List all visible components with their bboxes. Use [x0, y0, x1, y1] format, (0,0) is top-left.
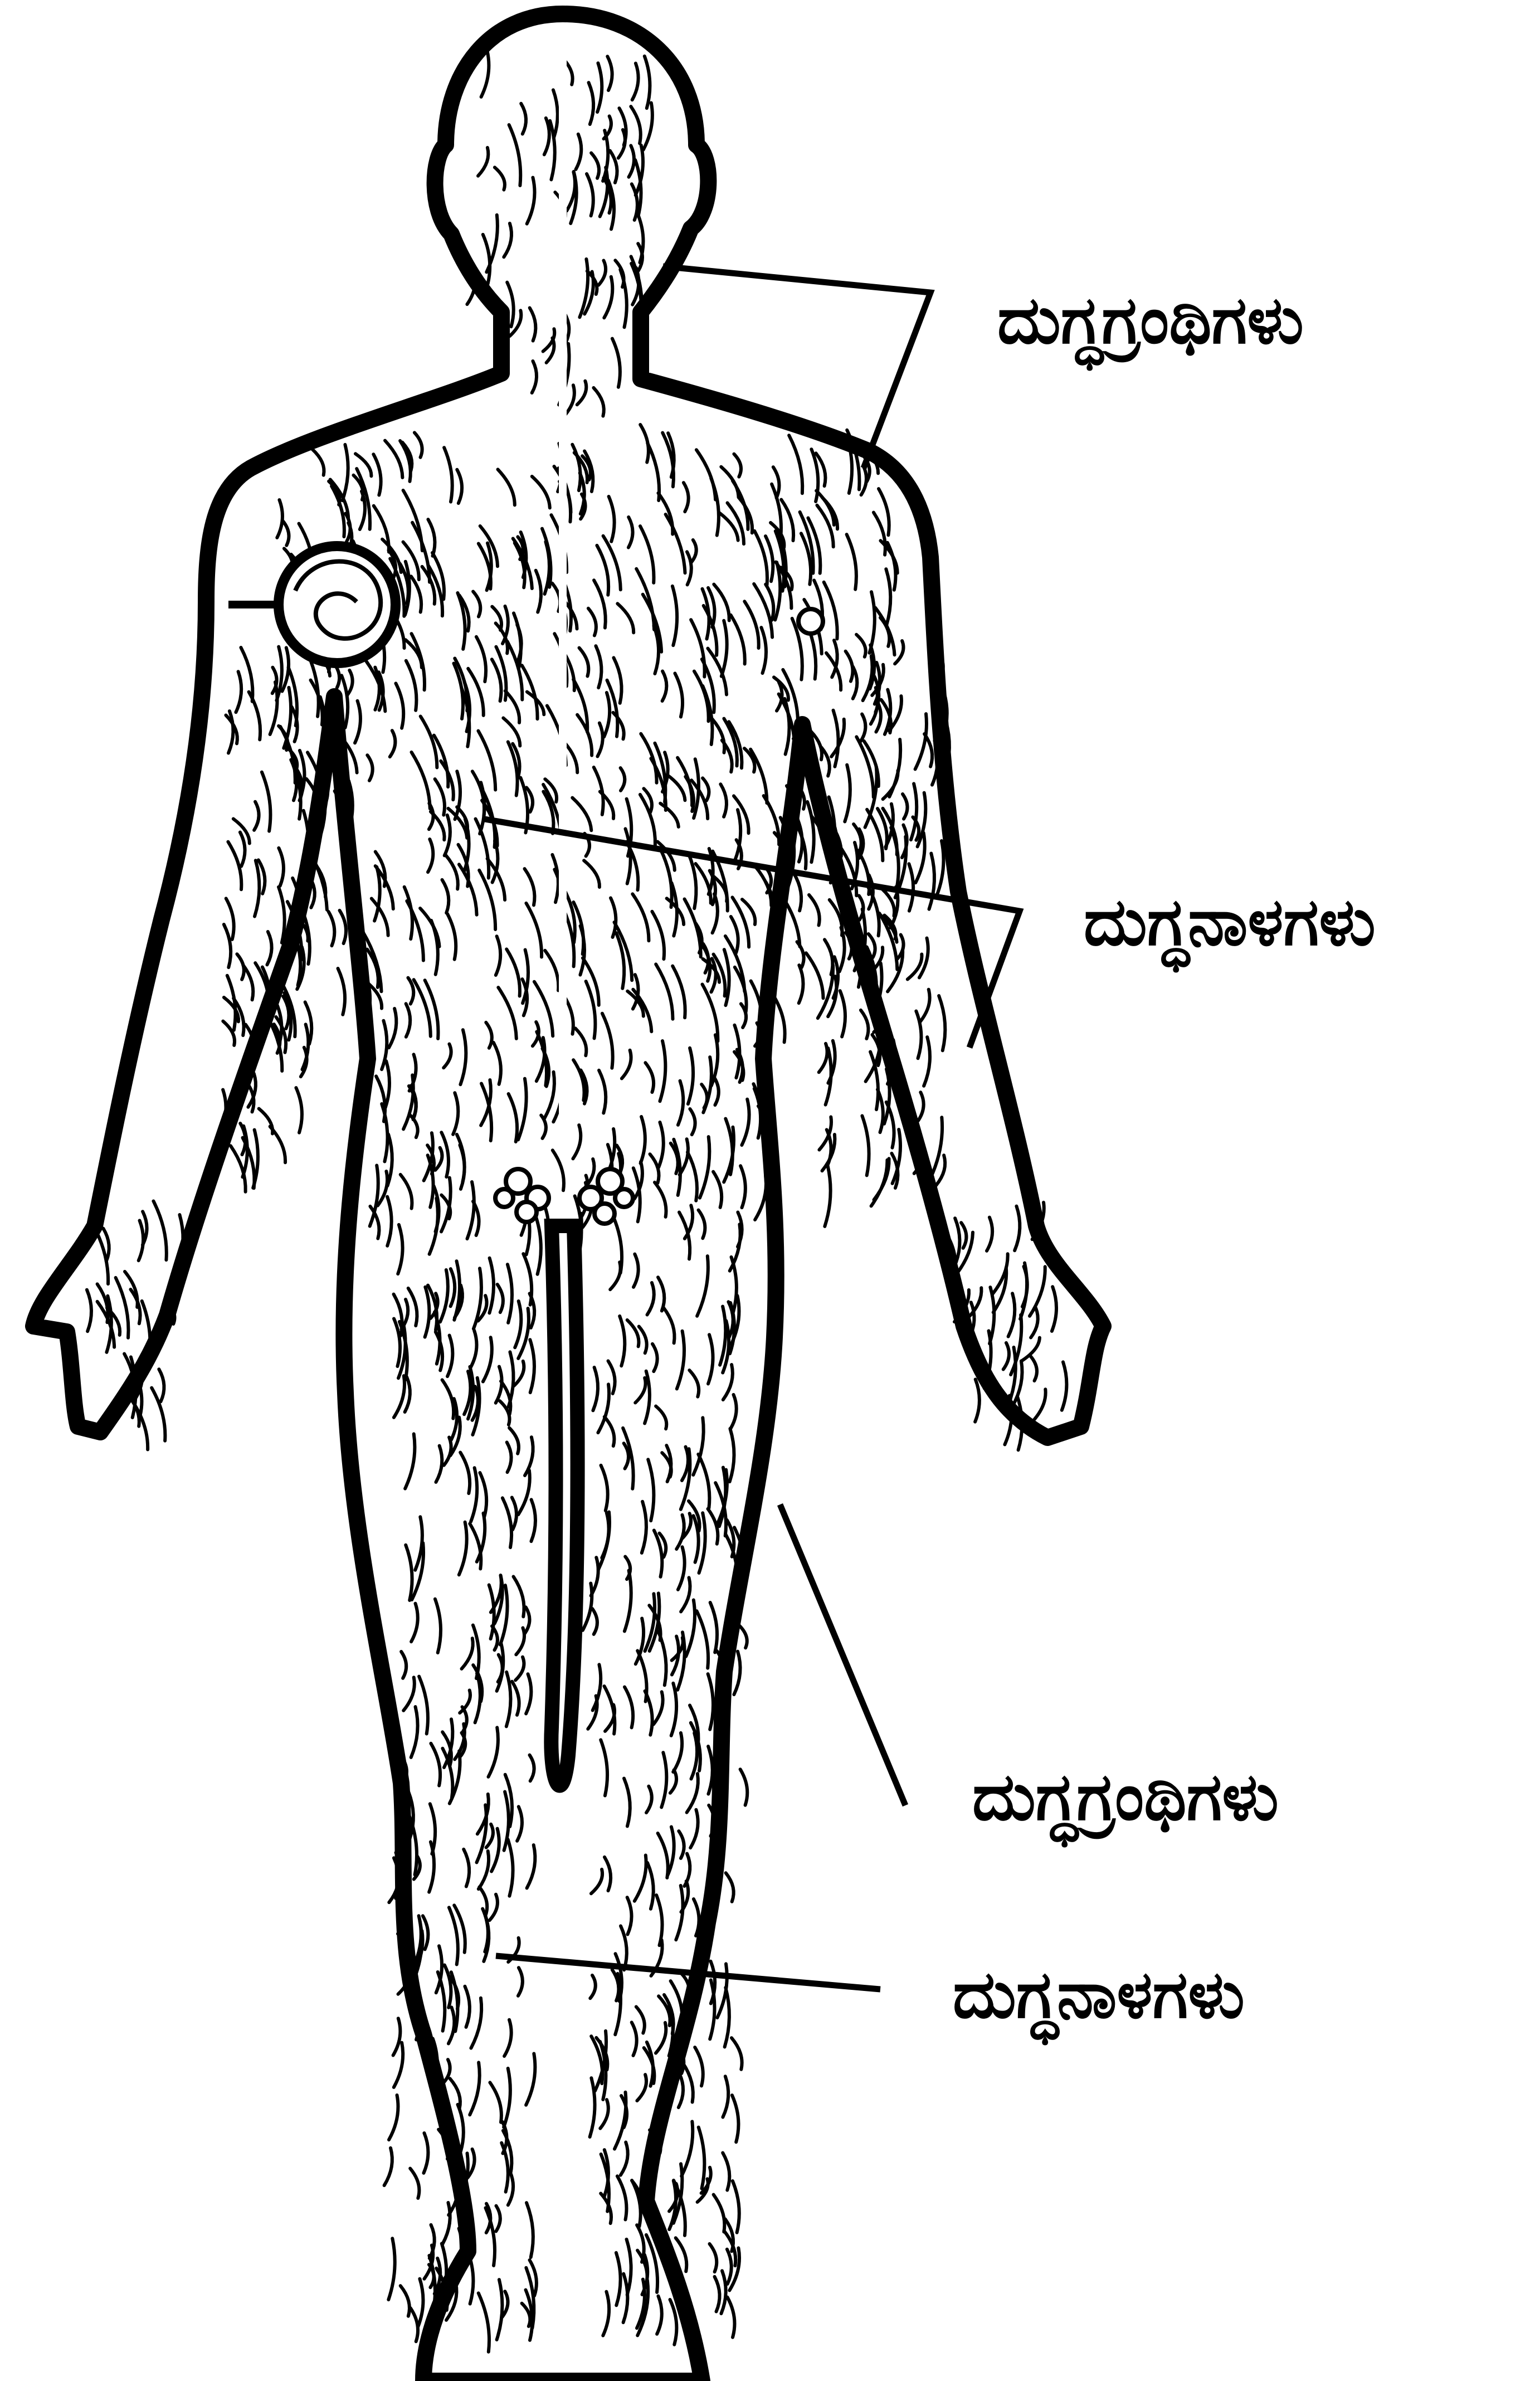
lymph-vessel-stroke [975, 1379, 979, 1421]
lymph-vessel-stroke [862, 1116, 869, 1176]
label-lymph-vessels-lower: ದುಗ್ಧನಾಳಗಳು [953, 1961, 1245, 2027]
label-lymph-vessels-upper: ದುಗ್ಧನಾಳಗಳು [1084, 889, 1376, 955]
lymph-vessel-stroke [389, 2095, 398, 2140]
lymph-vessel-stroke [727, 2249, 732, 2284]
lymph-vessel-stroke [715, 2277, 720, 2312]
lymph-vessel-stroke [727, 2297, 734, 2338]
lymph-vessel-stroke [797, 942, 804, 967]
lymph-vessel-stroke [695, 2047, 703, 2086]
lymph-vessel-stroke [721, 2271, 725, 2314]
leader-lower-nodes [780, 1504, 905, 1805]
lymph-vessel-stroke [714, 2195, 725, 2232]
lymph-vessel-stroke [861, 1010, 869, 1039]
lymph-vessel-stroke [710, 2244, 717, 2272]
lymph-vessel-stroke [442, 2203, 450, 2244]
lymph-vessel-stroke [793, 873, 801, 910]
leg-gap [551, 1226, 577, 1786]
lymph-vessel-stroke [329, 912, 335, 946]
lymph-vessel-stroke [338, 968, 345, 1015]
lymph-vessel-stroke [809, 895, 820, 926]
lymph-vessel-stroke [799, 965, 803, 1003]
lymph-vessel-stroke [884, 1069, 890, 1124]
lymph-vessel-stroke [732, 2095, 739, 2142]
lymph-vessel-stroke [418, 2279, 423, 2327]
lymph-vessel-stroke [393, 2018, 401, 2055]
lymph-vessel-stroke [699, 2127, 705, 2189]
lymph-vessel-stroke [825, 1166, 830, 1226]
lymph-vessel-stroke [840, 991, 845, 1036]
lymph-vessel-stroke [681, 2121, 693, 2176]
lymph-vessel-stroke [429, 2265, 434, 2287]
lymph-vessel-stroke [723, 2153, 729, 2190]
lymph-vessel-stroke [423, 2133, 428, 2173]
lymph-vessel-stroke [296, 1088, 302, 1133]
lymph-vessel-stroke [401, 2286, 410, 2316]
label-lymph-nodes-upper: ದುಗ್ಧಗ್ರಂಥಿಗಳು [997, 287, 1304, 353]
lymph-vessel-stroke [840, 928, 845, 972]
lymph-vessel-stroke [710, 1980, 714, 2039]
lymph-vessel-stroke [384, 2148, 392, 2185]
lymph-vessel-stroke [259, 1109, 273, 1134]
lymph-vessel-stroke [410, 2169, 419, 2198]
lymph-vessel-stroke [739, 1625, 747, 1648]
lymph-vessel-stroke [411, 2308, 418, 2341]
lymph-vessel-stroke [734, 1652, 740, 1695]
label-lymph-nodes-lower: ದುಗ್ಧಗ್ರಂಥಿಗಳು [972, 1764, 1279, 1829]
lymph-vessel-stroke [388, 2238, 394, 2300]
lymph-vessel-stroke [807, 802, 814, 862]
lymph-vessel-stroke [740, 1769, 748, 1805]
lymph-vessel-stroke [733, 2181, 739, 2233]
lymph-vessel-stroke [732, 2038, 742, 2070]
lymph-vessel-stroke [819, 1044, 827, 1073]
lymph-vessel-stroke [726, 1873, 734, 1902]
axillary-node-left-dot [798, 609, 823, 634]
lymph-vessel-stroke [806, 953, 823, 998]
lymph-vessel-stroke [159, 1369, 164, 1401]
lymph-vessel-stroke [723, 2076, 728, 2117]
lymph-vessel-stroke [340, 910, 346, 943]
